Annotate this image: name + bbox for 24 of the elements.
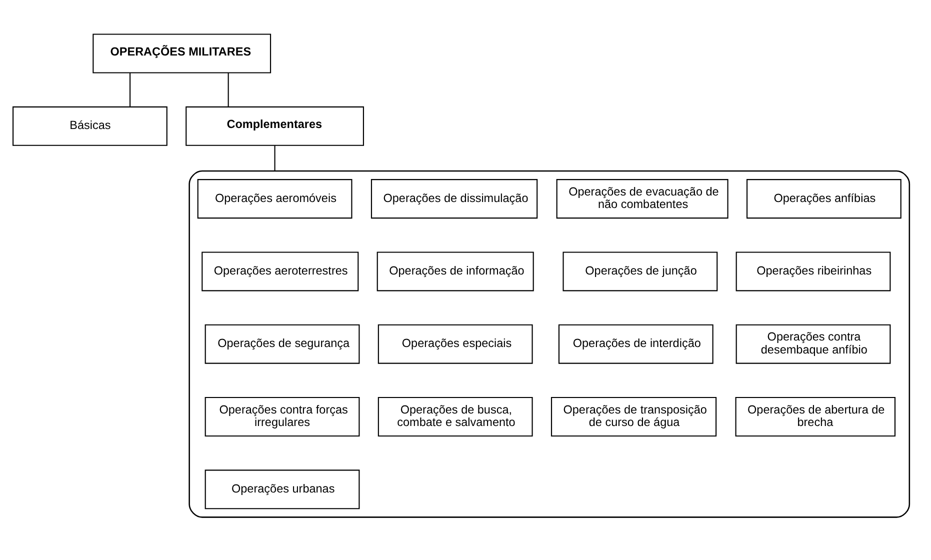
node-box: Operações de informação [376, 252, 534, 292]
node-box: Operações contra forças irregulares [204, 396, 360, 437]
node-box: Operações de evacuação de não combatentes [556, 179, 728, 219]
node-box: OPERAÇÕES MILITARES [92, 34, 272, 74]
cluster [188, 170, 910, 518]
node-box: Operações contra desembaque anfíbio [736, 324, 891, 364]
connector [228, 72, 229, 107]
connector [274, 146, 276, 172]
node-box: Operações de dissimulação [370, 179, 538, 219]
node-box: Operações de abertura de brecha [735, 396, 896, 437]
node-box: Operações anfíbias [746, 179, 902, 219]
node-box: Operações de segurança [204, 324, 360, 364]
node-box: Básicas [12, 106, 168, 146]
node-box: Operações aeroterrestres [202, 252, 359, 292]
node-box: Operações de junção [562, 252, 718, 292]
connector [130, 72, 131, 107]
node-box: Complementares [186, 106, 364, 146]
node-box: Operações aeromóveis [197, 179, 352, 219]
node-box: Operações urbanas [204, 470, 360, 510]
node-box: Operações ribeirinhas [736, 252, 891, 292]
node-box: Operações especiais [378, 324, 533, 364]
node-box: Operações de transposição de curso de água [550, 396, 717, 437]
node-box: Operações de interdição [558, 324, 714, 364]
node-box: Operações de busca, combate e salvamento [378, 396, 533, 437]
